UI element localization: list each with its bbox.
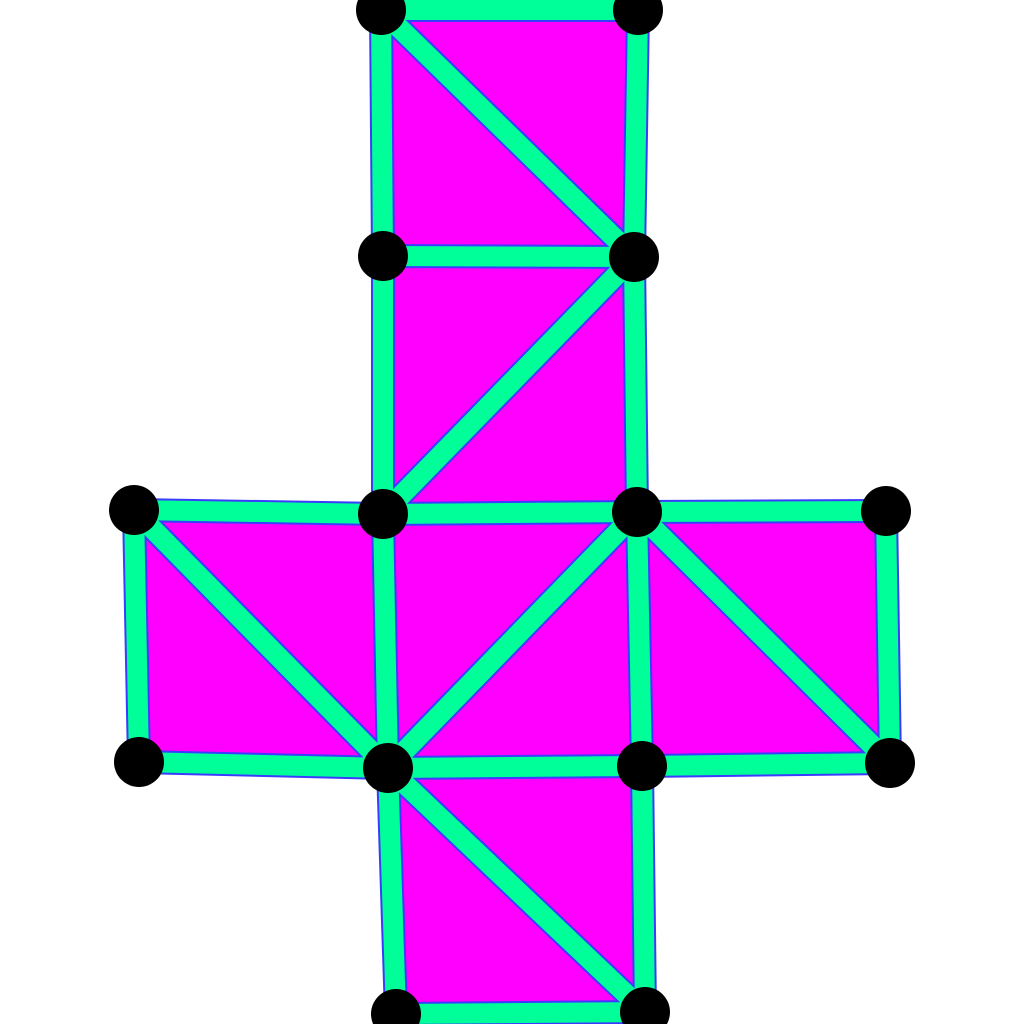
- vertex-node: [861, 486, 911, 536]
- edge: [624, 0, 648, 267]
- vertex-node: [620, 987, 670, 1024]
- edge: [378, 502, 647, 778]
- edge: [627, 501, 896, 522]
- edge: [378, 756, 652, 778]
- edge: [632, 756, 655, 1022]
- vertex-node: [358, 489, 408, 539]
- vertex-node: [612, 487, 662, 537]
- edge: [632, 753, 900, 776]
- vertex-node: [114, 737, 164, 787]
- vertex-node: [613, 0, 663, 35]
- edge: [627, 502, 900, 773]
- edges-layer: [124, 0, 900, 1024]
- edge: [371, 0, 644, 267]
- edge: [124, 500, 393, 524]
- edge: [129, 752, 398, 778]
- edge: [373, 502, 647, 524]
- vertex-node: [865, 738, 915, 788]
- vertex-node: [356, 0, 406, 35]
- edge: [373, 247, 644, 524]
- vertex-node: [609, 232, 659, 282]
- edge: [124, 500, 149, 772]
- edge: [373, 504, 398, 778]
- vertex-node: [358, 231, 408, 281]
- edge: [373, 246, 644, 267]
- vertex-node: [363, 743, 413, 793]
- vertex-node: [109, 485, 159, 535]
- edge: [624, 247, 647, 522]
- edge: [371, 0, 393, 266]
- edge: [124, 500, 398, 778]
- vertex-node: [617, 741, 667, 791]
- vertex-node: [371, 989, 421, 1024]
- vertices-layer: [109, 0, 915, 1024]
- edge: [386, 1002, 655, 1024]
- edge: [627, 502, 652, 776]
- edge: [378, 758, 406, 1024]
- edge: [378, 758, 655, 1022]
- edge: [876, 501, 900, 773]
